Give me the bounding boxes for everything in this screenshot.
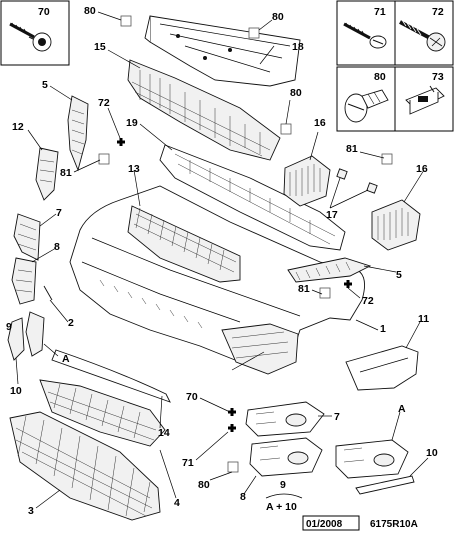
trim-strip-5-right <box>287 257 372 283</box>
support-16-lower <box>371 199 421 251</box>
detail-box-label: 71 <box>374 6 386 18</box>
trim-strip-10-right <box>355 475 415 495</box>
callout-labels: 80 80 15 18 80 5 72 16 19 12 81 13 81 16… <box>6 5 438 517</box>
lower-grille-14 <box>39 379 166 447</box>
callout-71: 71 <box>182 457 194 469</box>
bracket-7-left <box>13 213 41 261</box>
bracket-clip-73-icon <box>405 85 445 115</box>
detail-box-label: 80 <box>374 71 386 83</box>
upper-crossmember <box>144 15 301 87</box>
callout-72: 72 <box>362 295 374 307</box>
callout-16: 16 <box>314 117 326 129</box>
callout-80: 80 <box>198 479 210 491</box>
clips-17 <box>336 168 378 194</box>
callout-11: 11 <box>418 313 429 325</box>
side-bracket-5 <box>67 95 89 172</box>
callout-15: 15 <box>94 41 106 53</box>
detail-box-71-72: 71 72 <box>336 0 454 66</box>
detail-box-label: 72 <box>432 6 444 18</box>
callout-80: 80 <box>84 5 96 17</box>
callout-81: 81 <box>298 283 310 295</box>
callout-19: 19 <box>126 117 138 129</box>
detail-box-label: 73 <box>432 71 444 83</box>
footer: 01/2008 6175R10A <box>302 515 418 531</box>
callout-7: 7 <box>334 411 340 423</box>
callout-14: 14 <box>158 427 170 439</box>
clip-screw-icon <box>9 22 52 52</box>
clip-square-markers <box>98 15 393 473</box>
absorber-bracket-15 <box>127 59 281 161</box>
callout-13: 13 <box>128 163 140 175</box>
detail-box-label: 70 <box>38 6 50 18</box>
clip-2 <box>43 285 53 301</box>
callout-A: A <box>398 403 406 415</box>
callout-1: 1 <box>380 323 386 335</box>
callout-5: 5 <box>42 79 48 91</box>
bracket-10-left <box>7 311 45 361</box>
callout-10: 10 <box>426 447 438 459</box>
bolt-72-icon <box>399 19 446 52</box>
bumper-vents <box>99 279 203 329</box>
bracket-8-left <box>11 257 37 305</box>
callout-9: 9 <box>6 321 12 333</box>
leader-lines <box>15 11 429 509</box>
fog-surround-8 <box>249 437 323 477</box>
callout-A: A <box>62 353 70 365</box>
callout-10: 10 <box>10 385 22 397</box>
fog-surround-7 <box>245 401 325 437</box>
callout-16: 16 <box>416 163 428 175</box>
group-note-label: A + 10 <box>266 501 297 513</box>
callout-81: 81 <box>60 167 72 179</box>
callout-7: 7 <box>56 207 62 219</box>
callout-8: 8 <box>54 241 60 253</box>
group-note: A + 10 <box>266 501 297 513</box>
callout-9: 9 <box>280 479 286 491</box>
callout-5: 5 <box>396 269 402 281</box>
fog-surround-A <box>335 439 409 479</box>
callout-80: 80 <box>290 87 302 99</box>
upper-grille-13 <box>127 205 241 283</box>
callout-80: 80 <box>272 11 284 23</box>
screw-cross-markers <box>117 138 352 432</box>
reference-code: 6175R10A <box>370 519 418 530</box>
callout-17: 17 <box>326 209 338 221</box>
callout-72: 72 <box>98 97 110 109</box>
push-clip-80-icon <box>344 89 389 123</box>
date-code: 01/2008 <box>306 519 343 530</box>
screw-71-icon <box>343 22 387 49</box>
callout-12: 12 <box>12 121 24 133</box>
callout-70: 70 <box>186 391 198 403</box>
detail-box-70: 70 <box>0 0 70 66</box>
callout-81: 81 <box>346 143 358 155</box>
callout-3: 3 <box>28 505 34 517</box>
lower-grille-3 <box>9 411 161 521</box>
guide-12 <box>35 147 59 201</box>
detail-box-80-73: 80 73 <box>336 66 454 132</box>
lower-strip-9 <box>51 349 171 403</box>
callout-2: 2 <box>68 317 74 329</box>
corner-trim-11 <box>345 345 419 391</box>
support-16-upper <box>283 155 331 207</box>
callout-8: 8 <box>240 491 246 503</box>
callout-18: 18 <box>292 41 304 53</box>
callout-4: 4 <box>174 497 180 509</box>
